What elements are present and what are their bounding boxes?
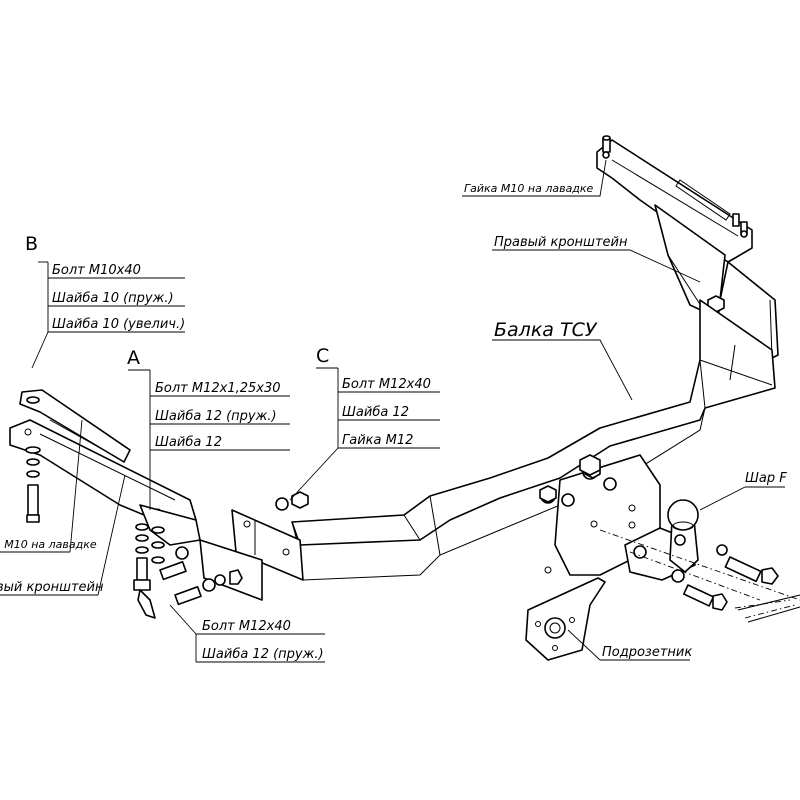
hitch-beam — [291, 299, 776, 581]
leader-lines — [0, 159, 785, 663]
group-a-callout: A Болт М12х1,25х30 Шайба 12 (пруж.) Шайб… — [127, 347, 281, 450]
group-b-line-1: Болт М10х40 — [52, 263, 141, 278]
nut-right-label: Гайка М10 на лавадке — [464, 182, 594, 195]
group-a-line-3: Шайба 12 — [155, 435, 222, 450]
group-a-line-1: Болт М12х1,25х30 — [155, 381, 281, 396]
group-a-line-2: Шайба 12 (пруж.) — [155, 409, 277, 424]
beam-end-fasteners — [275, 454, 601, 511]
group-b-line-2: Шайба 10 (пруж.) — [52, 291, 174, 306]
group-c-letter: C — [316, 345, 329, 367]
socket-plate — [525, 577, 606, 661]
group-c-line-2: Шайба 12 — [342, 405, 409, 420]
reference-lines — [599, 529, 800, 623]
group-b-letter: B — [25, 233, 38, 255]
right-bracket-studs — [602, 135, 748, 313]
ball-bolt-upper — [716, 544, 779, 585]
ball-bolt-lower — [671, 569, 728, 611]
ball-bolts — [671, 544, 779, 611]
beam-label: Балка ТСУ — [494, 319, 598, 341]
group-a-letter: A — [127, 347, 140, 369]
group-c-line-1: Болт М12х40 — [342, 377, 431, 392]
lower-left-line-2: Шайба 12 (пруж.) — [202, 647, 324, 662]
ball-label: Шар F — [745, 471, 787, 486]
bracket-left-partial-label: вый кронштейн — [0, 580, 104, 595]
left-end-plates — [199, 509, 304, 601]
nut-left-partial-label: а М10 на лавадке — [0, 538, 97, 551]
group-b-callout: B Болт М10х40 Шайба 10 (пруж.) Шайба 10 … — [25, 233, 185, 332]
right-bracket-label: Правый кронштейн — [494, 235, 628, 250]
socket-plate-label: Подрозетник — [602, 645, 692, 660]
left-bracket-fasteners — [25, 396, 243, 619]
lower-left-callout: Болт М12х40 Шайба 12 (пруж.) — [202, 619, 324, 662]
tow-ball — [624, 499, 699, 581]
group-c-line-3: Гайка М12 — [342, 433, 413, 448]
group-b-line-3: Шайба 10 (увелич.) — [52, 317, 185, 332]
lower-left-line-1: Болт М12х40 — [202, 619, 291, 634]
group-c-callout: C Болт М12х40 Шайба 12 Гайка М12 — [316, 345, 431, 448]
